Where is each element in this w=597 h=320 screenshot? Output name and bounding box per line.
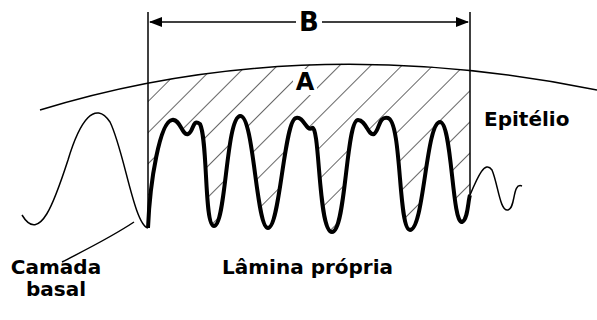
region-label: A [293, 69, 318, 95]
dimension-arrowhead [149, 17, 162, 27]
layer-label: Camada basal [6, 256, 106, 300]
dimension-tick [469, 12, 471, 195]
tissue-label: Lâmina própria [222, 256, 393, 278]
basal-layer-thin-right [470, 167, 522, 210]
basal-layer-thick [148, 116, 470, 232]
epithelium-surface [40, 64, 597, 110]
hatched-area [148, 64, 470, 232]
basal-layer-thin-left [22, 113, 148, 228]
dimension-tick [147, 12, 149, 228]
dimension-arrowhead [456, 17, 469, 27]
dimension-label: B [296, 8, 322, 37]
tissue-label: Epitélio [484, 108, 569, 130]
